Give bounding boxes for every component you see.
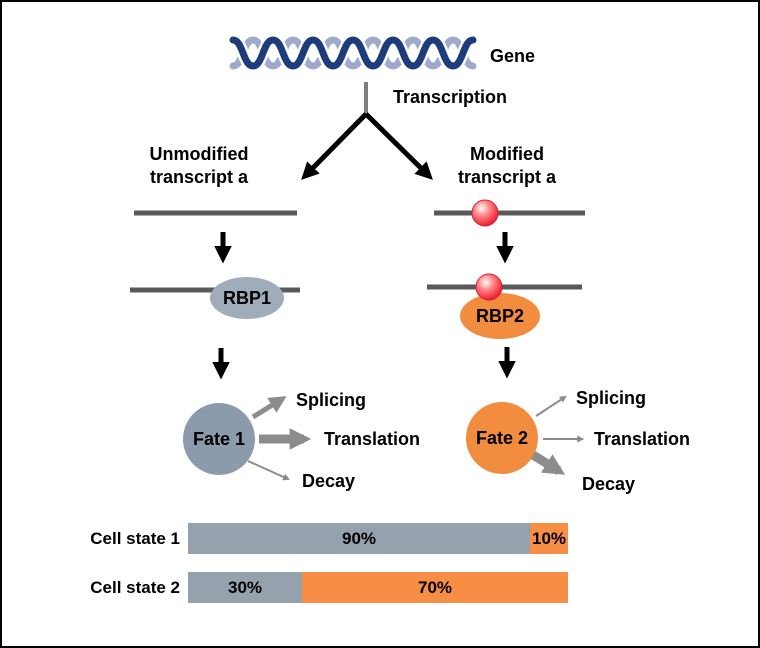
fate1-label: Fate 1 bbox=[193, 429, 245, 449]
bar-percent-label: 10% bbox=[532, 529, 566, 548]
fate2-splicing-arrow bbox=[535, 395, 567, 417]
helix-strand-dark bbox=[229, 36, 477, 70]
fate2-circle bbox=[466, 402, 538, 474]
dna-helix-icon bbox=[227, 33, 479, 73]
rbp1-label: RBP1 bbox=[223, 288, 271, 308]
bar-percent-label: 30% bbox=[228, 578, 262, 597]
transcription-label: Transcription bbox=[393, 87, 507, 107]
fate1-splicing-arrow bbox=[251, 396, 287, 420]
stacked-bar-chart: Cell state 1 90% 10% Cell state 2 30% 70… bbox=[90, 523, 568, 603]
bar-segment-gray bbox=[188, 523, 530, 554]
fate1-decay-label: Decay bbox=[302, 471, 355, 491]
fate2-label: Fate 2 bbox=[476, 428, 528, 448]
fate1-decay-arrow bbox=[247, 460, 291, 481]
fate2-decay-arrow bbox=[530, 451, 566, 475]
modified-title-line1: Modified bbox=[470, 144, 544, 164]
branch-arrow-right bbox=[364, 112, 433, 180]
fate1-circle bbox=[183, 403, 255, 475]
modified-transcript-title: Modified transcript a bbox=[458, 144, 557, 187]
bar-row-cell-state-2: Cell state 2 30% 70% bbox=[90, 572, 568, 603]
rbp1-ellipse bbox=[210, 277, 284, 319]
bar-category-label: Cell state 2 bbox=[90, 578, 180, 597]
branch-arrow-left bbox=[301, 112, 368, 180]
bar-segment-orange bbox=[530, 523, 568, 554]
bar-category-label: Cell state 1 bbox=[90, 529, 180, 548]
fate2-decay-label: Decay bbox=[582, 474, 635, 494]
bar-percent-label: 90% bbox=[342, 529, 376, 548]
modified-title-line2: transcript a bbox=[458, 167, 557, 187]
fate1-splicing-label: Splicing bbox=[296, 390, 366, 410]
bar-row-cell-state-1: Cell state 1 90% 10% bbox=[90, 523, 568, 554]
gene-label: Gene bbox=[490, 46, 535, 66]
fate2-translation-label: Translation bbox=[594, 429, 690, 449]
helix-strand-light bbox=[229, 36, 477, 70]
modification-dot-rbp2 bbox=[475, 273, 503, 301]
rbp2-ellipse bbox=[460, 293, 540, 339]
bar-segment-orange bbox=[302, 572, 568, 603]
fate2-splicing-label: Splicing bbox=[576, 388, 646, 408]
unmodified-transcript-title: Unmodified transcript a bbox=[150, 144, 249, 187]
fate1-translation-label: Translation bbox=[324, 429, 420, 449]
modification-dot bbox=[471, 199, 499, 227]
unmodified-title-line2: transcript a bbox=[150, 167, 249, 187]
rbp2-label: RBP2 bbox=[476, 306, 524, 326]
bar-percent-label: 70% bbox=[418, 578, 452, 597]
bar-segment-gray bbox=[188, 572, 302, 603]
unmodified-title-line1: Unmodified bbox=[150, 144, 249, 164]
